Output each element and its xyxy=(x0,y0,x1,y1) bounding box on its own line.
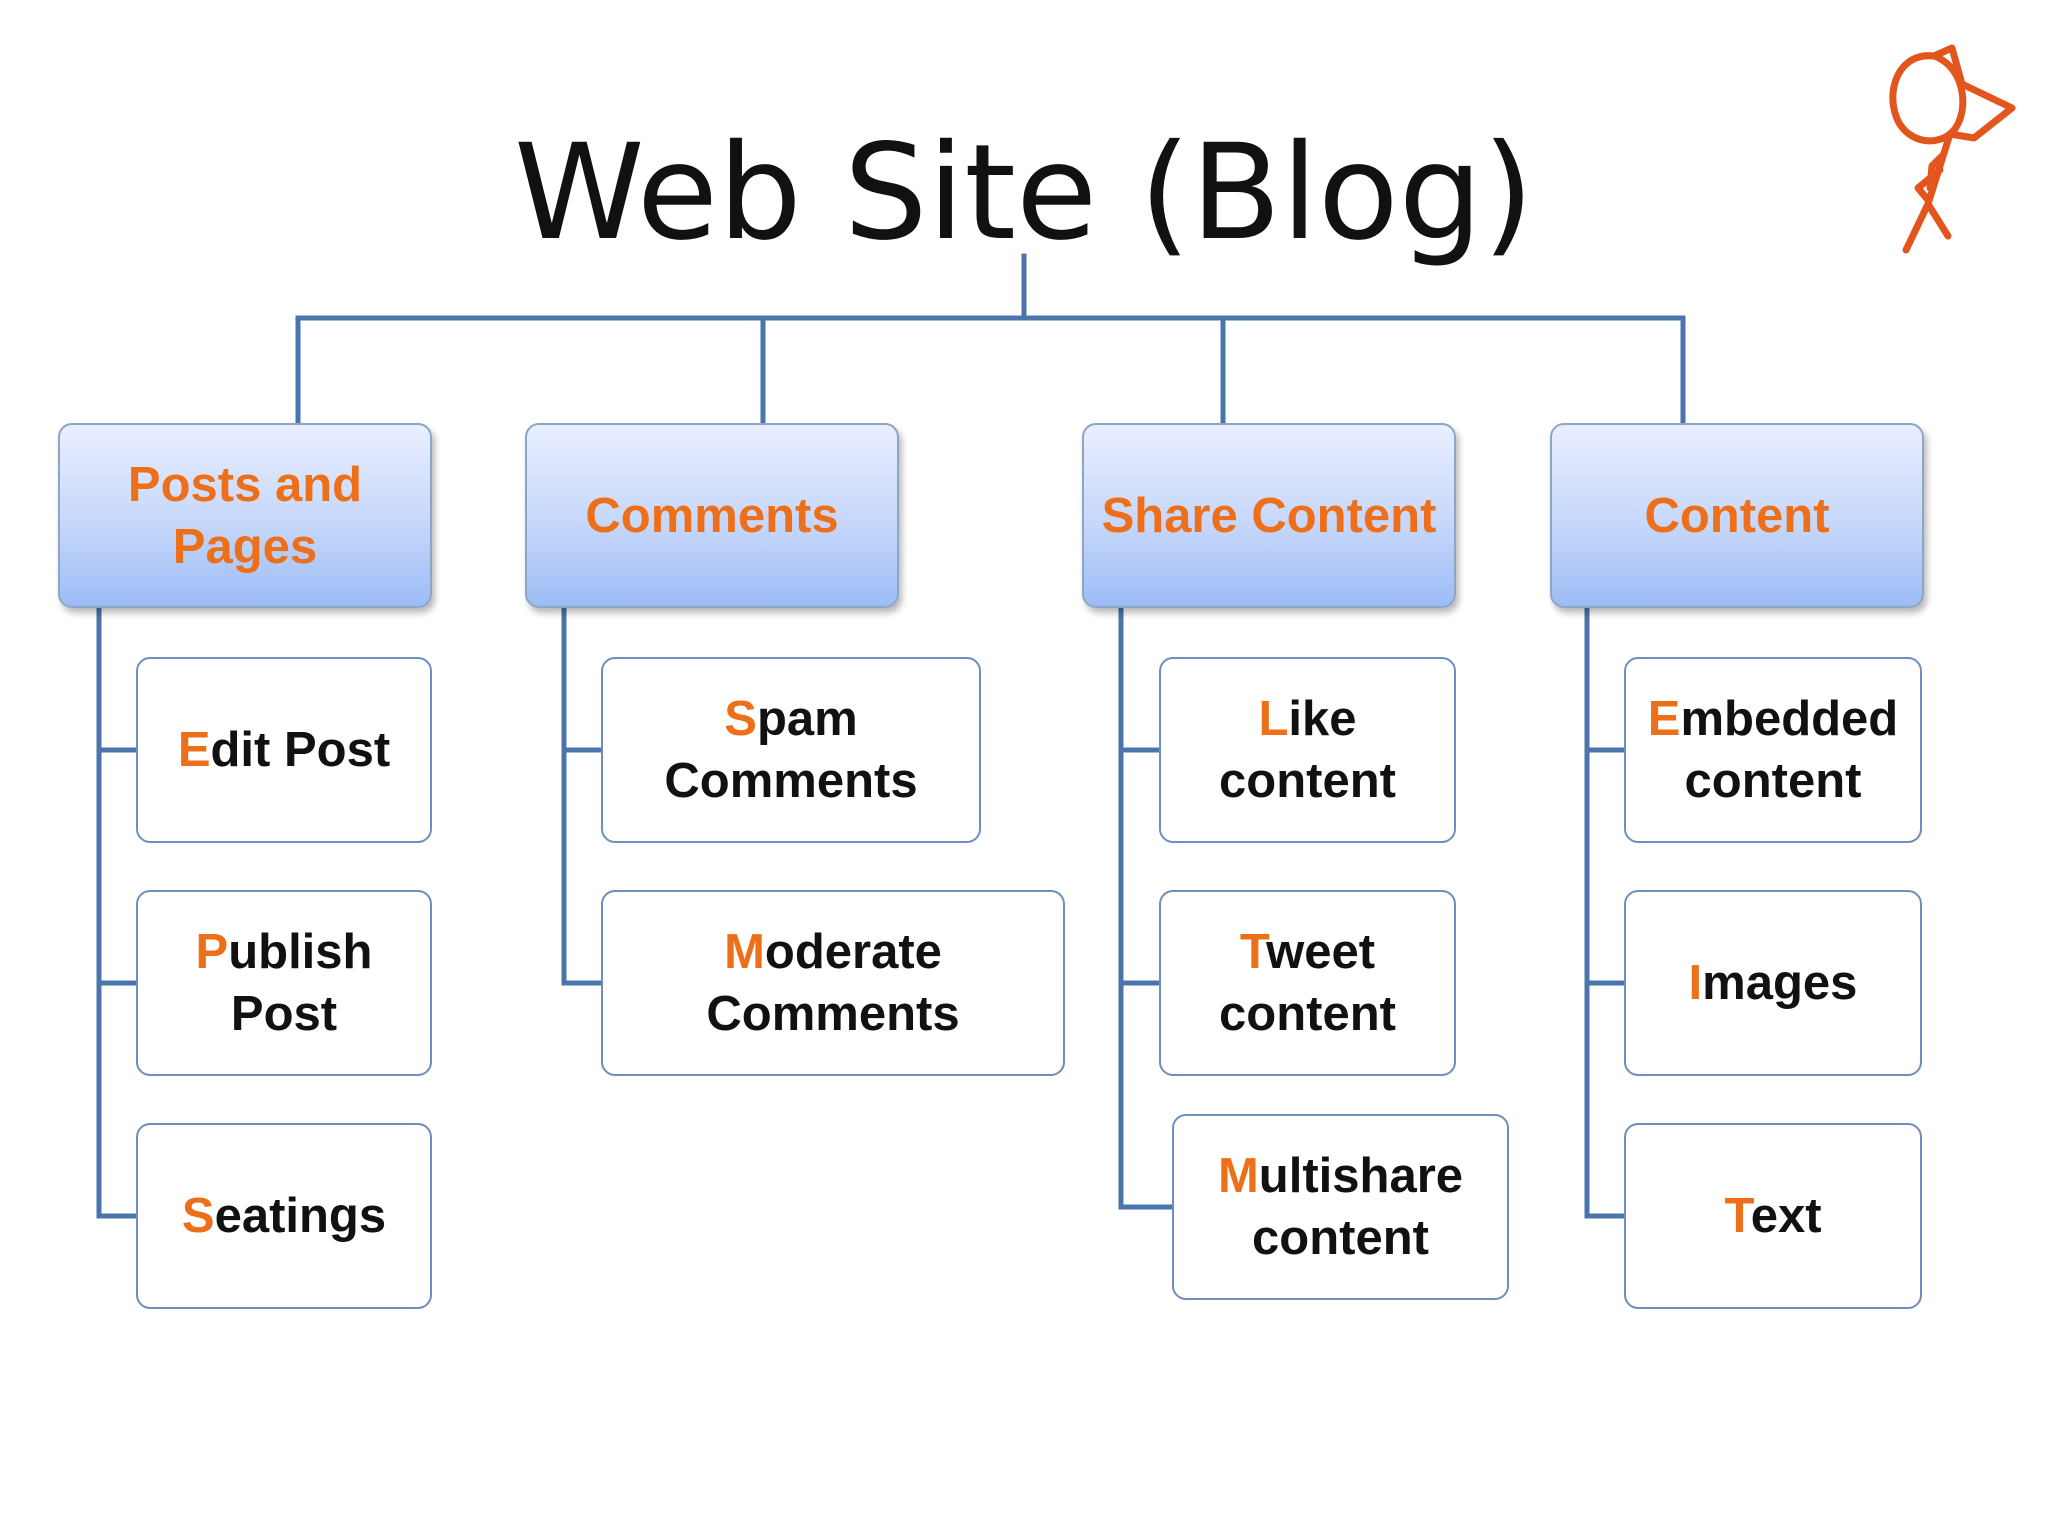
child-label-text: content xyxy=(1219,754,1396,808)
child-label-line: Images xyxy=(1689,952,1858,1014)
child-label-line: Seatings xyxy=(182,1185,386,1247)
child-label-text: ext xyxy=(1750,1189,1822,1243)
child-label-line: Comments xyxy=(706,983,959,1045)
child-node: Edit Post xyxy=(136,657,432,843)
child-label-text: content xyxy=(1219,987,1396,1041)
child-label-text: ike xyxy=(1288,692,1357,746)
child-label-text: pam xyxy=(756,692,858,746)
child-label-line: Multishare xyxy=(1218,1145,1463,1207)
child-label-line: Like xyxy=(1258,688,1356,750)
category-label-line: Comments xyxy=(585,488,839,543)
child-initial-letter: I xyxy=(1688,956,1703,1010)
child-label-line: Comments xyxy=(664,750,917,812)
child-node: Images xyxy=(1624,890,1922,1076)
child-initial-letter: E xyxy=(177,723,211,777)
child-label-line: content xyxy=(1685,750,1862,812)
child-label-text: mbedded xyxy=(1680,692,1899,746)
child-label-line: Tweet xyxy=(1240,921,1375,983)
stick-figure-icon xyxy=(1889,44,2016,254)
child-node: Seatings xyxy=(136,1123,432,1309)
child-initial-letter: M xyxy=(724,925,765,979)
child-label-line: content xyxy=(1219,750,1396,812)
category-label: Content xyxy=(1644,485,1829,547)
child-label-text: content xyxy=(1252,1211,1429,1265)
child-label-text: content xyxy=(1684,754,1862,808)
child-label-line: Spam xyxy=(724,688,857,750)
child-label-line: Publish xyxy=(196,921,373,983)
child-label-text: weet xyxy=(1266,925,1376,979)
category-node: Content xyxy=(1550,423,1924,608)
child-label-line: Embedded xyxy=(1648,688,1898,750)
child-label-line: Text xyxy=(1724,1185,1821,1247)
child-label-text: Post xyxy=(230,987,338,1041)
category-label-line: Content xyxy=(1644,488,1830,543)
child-label-text: dit Post xyxy=(210,723,391,777)
child-label-text: eatings xyxy=(214,1189,387,1243)
child-label-line: content xyxy=(1219,983,1396,1045)
diagram-title: Web Site (Blog) xyxy=(514,116,1534,270)
category-node: Comments xyxy=(525,423,899,608)
child-node: Text xyxy=(1624,1123,1922,1309)
category-label-line: Share Content xyxy=(1101,488,1437,543)
child-label-line: Edit Post xyxy=(178,719,390,781)
child-label-text: Comments xyxy=(664,754,918,808)
child-label-line: Post xyxy=(231,983,337,1045)
child-label-line: content xyxy=(1252,1207,1429,1269)
child-initial-letter: T xyxy=(1239,925,1267,979)
child-initial-letter: S xyxy=(181,1189,215,1243)
category-label: Comments xyxy=(585,485,838,547)
category-node: Share Content xyxy=(1082,423,1456,608)
category-label-line: Posts and xyxy=(127,457,363,512)
child-label-text: ultishare xyxy=(1258,1149,1464,1203)
child-initial-letter: M xyxy=(1217,1149,1259,1203)
child-label-text: Comments xyxy=(706,987,960,1041)
child-initial-letter: E xyxy=(1647,692,1681,746)
child-initial-letter: S xyxy=(724,692,757,746)
child-initial-letter: L xyxy=(1258,692,1289,746)
child-initial-letter: P xyxy=(195,925,229,979)
child-initial-letter: T xyxy=(1724,1189,1751,1243)
child-label-text: mages xyxy=(1702,956,1858,1010)
child-label-text: oderate xyxy=(764,925,942,979)
child-label-text: ublish xyxy=(228,925,373,979)
child-label-line: Moderate xyxy=(724,921,942,983)
category-label-line: Pages xyxy=(172,519,318,574)
category-label: Share Content xyxy=(1102,485,1437,547)
